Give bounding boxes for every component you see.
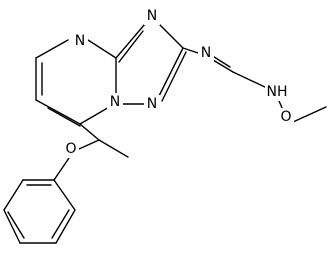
svg-text:N: N [110,94,120,110]
bond-line [210,54,231,68]
svg-text:N: N [201,45,211,61]
svg-text:NH: NH [267,84,288,100]
bond-line [78,139,100,150]
svg-text:O: O [65,141,76,157]
svg-text:O: O [280,109,291,125]
bond-line [87,39,117,59]
atom-n-imine: N [198,44,214,62]
bond-line [3,179,24,211]
atom-n-bridgehead: N [107,93,123,111]
bond-line [292,106,327,123]
atom-o-ether: O [63,140,79,158]
bond-line [161,51,187,102]
bond-line [55,209,76,244]
bond-line [79,105,112,125]
atom-n-pyrimidine: N [72,32,88,50]
bond-line [232,71,268,89]
bond-line [35,39,69,59]
bond-lines [3,23,327,244]
atom-nh: NH [265,83,289,101]
svg-text:N: N [75,33,85,49]
atom-n-triazole-low: N [144,95,160,113]
bond-line [53,179,76,211]
bond-line [47,107,81,127]
atom-labels: N N N N N NH O O [63,7,294,158]
bond-line [35,99,81,125]
bond-line [212,59,234,73]
atom-o-methoxy: O [278,108,294,126]
bond-line [158,23,184,49]
svg-text:N: N [147,8,157,24]
bond-line [115,23,146,59]
bond-line [3,209,21,244]
bond-line [53,157,70,181]
svg-text:N: N [147,96,157,112]
atom-n-triazole-top: N [144,7,160,25]
bond-line [158,47,184,97]
bond-line [118,30,144,63]
bond-line [79,123,100,141]
bond-line [98,139,129,158]
bond-line [182,47,199,54]
bond-line [7,211,25,239]
bond-line [51,209,70,239]
